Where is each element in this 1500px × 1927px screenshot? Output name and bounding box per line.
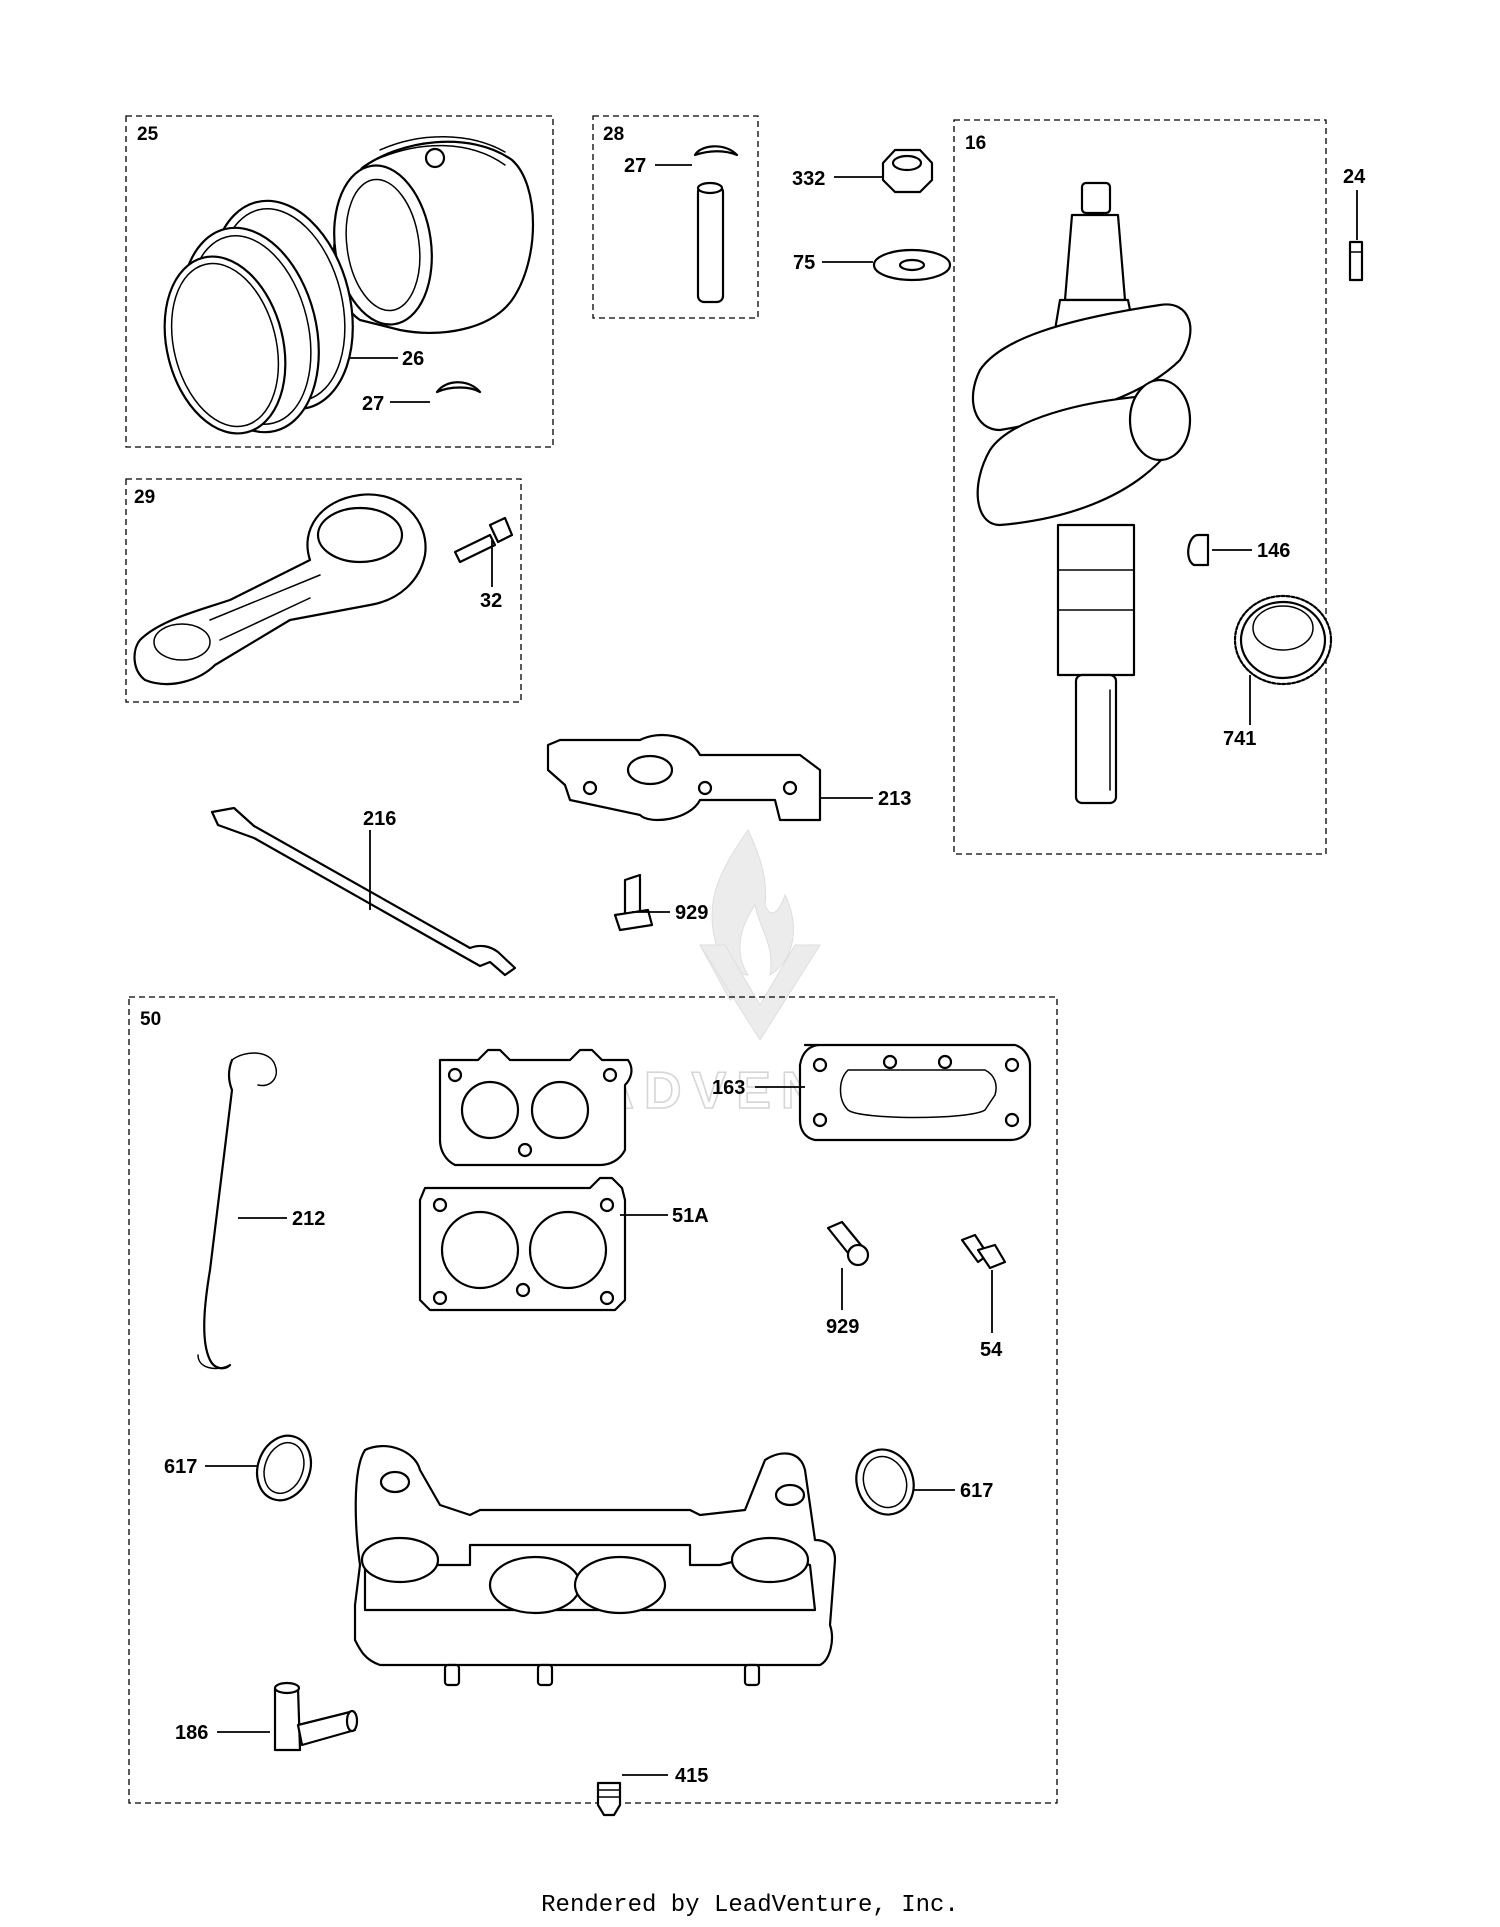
callout-54: 54 (980, 1339, 1003, 1361)
piston-pin-clip-part (435, 381, 482, 394)
key-part (1348, 240, 1364, 282)
callout-26: 26 (402, 348, 424, 370)
callout-27-piston-clip: 27 (362, 393, 384, 415)
footer-credit: Rendered by LeadVenture, Inc. (541, 1892, 959, 1919)
callout-186: 186 (175, 1722, 208, 1744)
callout-146: 146 (1257, 540, 1290, 562)
plug-415-part (596, 1781, 622, 1817)
callout-24: 24 (1343, 166, 1366, 188)
bolt-54-part (960, 1233, 1007, 1270)
leader-lines (205, 164, 1358, 1776)
callout-617-left: 617 (164, 1456, 197, 1478)
callout-212: 212 (292, 1208, 325, 1230)
group-box-29: 29 (125, 478, 522, 703)
callout-216: 216 (363, 808, 396, 830)
elbow-fitting-186-part (273, 1681, 359, 1752)
crank-gear-part (1233, 594, 1333, 686)
callout-213: 213 (878, 788, 911, 810)
group-box-50: 50 (128, 996, 1058, 1804)
callout-617-right: 617 (960, 1480, 993, 1502)
callout-75: 75 (793, 252, 815, 274)
hex-nut-part (881, 148, 934, 194)
callout-32: 32 (480, 590, 502, 612)
callout-929-manifold-screw: 929 (826, 1316, 859, 1338)
intake-gasket-part (418, 1176, 627, 1312)
group-label-29: 29 (134, 487, 155, 508)
governor-lever-part (546, 733, 822, 822)
group-label-16: 16 (965, 133, 986, 154)
rod-bolt-part (453, 516, 514, 564)
governor-link-part (210, 806, 517, 977)
gasket-upper-part (438, 1048, 633, 1167)
callout-332: 332 (792, 168, 825, 190)
group-box-16: 16 (953, 119, 1327, 855)
group-label-25: 25 (137, 124, 159, 145)
callout-163: 163 (712, 1077, 745, 1099)
lever-screw-part (613, 873, 654, 932)
callout-929-lever-screw: 929 (675, 902, 708, 924)
piston-assembly-part (332, 136, 534, 335)
group-label-28: 28 (603, 124, 624, 145)
callout-51A: 51A (672, 1205, 709, 1227)
governor-spring-part (197, 1052, 277, 1370)
o-ring-617-right-part (855, 1448, 915, 1516)
wrist-pin-part (696, 181, 725, 304)
callout-741: 741 (1223, 728, 1256, 750)
woodruff-key-part (1187, 533, 1210, 567)
washer-part (872, 248, 952, 282)
o-ring-617-left-part (255, 1434, 313, 1502)
callout-415: 415 (675, 1765, 708, 1787)
group-label-50: 50 (140, 1009, 161, 1030)
screw-929-part (826, 1220, 870, 1267)
wrist-pin-clip-part (693, 145, 739, 157)
crankshaft-part (971, 181, 1192, 805)
connecting-rod-part (133, 493, 427, 685)
group-box-28: 28 (592, 115, 759, 319)
piston-ring-set-part (163, 199, 354, 435)
intake-manifold-part (353, 1445, 837, 1687)
group-box-25: 25 (125, 115, 554, 448)
gasket-163-part (798, 1043, 1032, 1142)
callout-27-pin-clip: 27 (624, 155, 646, 177)
